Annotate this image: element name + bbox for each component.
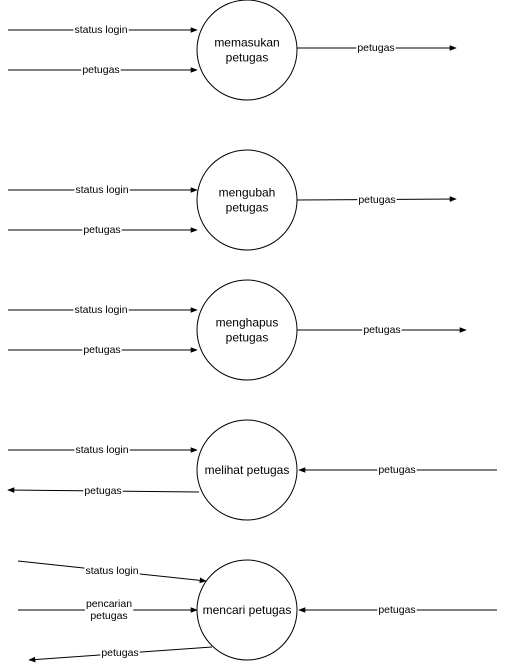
- flow-label-group: petugas: [377, 464, 417, 476]
- flow-label-group: petugas: [357, 194, 397, 206]
- process-memasukan-petugas: [196, 0, 298, 101]
- process-label: melihat petugas: [205, 463, 290, 477]
- flow-label-background: [84, 565, 140, 577]
- flow-label-background: [81, 64, 121, 76]
- flow-label: petugas: [83, 344, 120, 356]
- flow-label-group: petugas: [377, 604, 417, 616]
- flow-label: petugas: [363, 324, 400, 336]
- process-label: mengubah: [219, 186, 276, 200]
- flow-label-background: [377, 464, 417, 476]
- flow-label: status login: [74, 304, 127, 316]
- flow-label-group: petugas: [81, 64, 121, 76]
- flow-label-background: [82, 224, 122, 236]
- flow-label: status login: [85, 565, 138, 577]
- process-melihat-petugas: [196, 419, 298, 521]
- flow-label-background: [74, 184, 130, 196]
- flow-label-group: status login: [84, 565, 140, 577]
- process-label: petugas: [226, 51, 269, 65]
- flow-label-background: [73, 24, 129, 36]
- flow-label-group: status login: [73, 24, 129, 36]
- flow-label: petugas: [101, 647, 138, 659]
- flow-label-group: petugas: [100, 647, 140, 659]
- flow-label: petugas: [82, 64, 119, 76]
- flow-label: status login: [75, 444, 128, 456]
- process-label: memasukan: [214, 36, 279, 50]
- flow-label: petugas: [357, 42, 394, 54]
- flow-label: status login: [74, 24, 127, 36]
- flow-label: petugas: [378, 464, 415, 476]
- process-mengubah-petugas: [196, 149, 298, 251]
- flow-label-background: [357, 194, 397, 206]
- flow-label: petugas: [358, 194, 395, 206]
- flow-label: petugas: [378, 604, 415, 616]
- flow-label-group: petugas: [82, 224, 122, 236]
- process-label: petugas: [226, 331, 269, 345]
- flow-label-group: status login: [74, 184, 130, 196]
- flow-label-background: [74, 444, 130, 456]
- flow-label-background: [82, 344, 122, 356]
- flow-label-group: petugas: [356, 42, 396, 54]
- flow-label-background: [100, 647, 140, 659]
- flow-label-group: petugas: [362, 324, 402, 336]
- flow-label-background: [356, 42, 396, 54]
- process-label: mencari petugas: [203, 603, 292, 617]
- process-label: petugas: [226, 201, 269, 215]
- process-label: menghapus: [216, 316, 279, 330]
- flow-label: petugas: [83, 224, 120, 236]
- flow-label-group: petugas: [82, 344, 122, 356]
- flow-label-background: [377, 604, 417, 616]
- flow-label-background: [73, 304, 129, 316]
- flow-label: petugas: [84, 485, 121, 497]
- flow-label: petugas: [90, 610, 127, 622]
- flow-label-background: [83, 485, 123, 497]
- flow-label-group: status login: [74, 444, 130, 456]
- flow-label-background: [84, 598, 134, 622]
- flow-label-group: petugas: [83, 485, 123, 497]
- flow-label-group: status login: [73, 304, 129, 316]
- process-menghapus-petugas: [196, 279, 298, 381]
- process-mencari-petugas: [196, 559, 298, 661]
- flow-label: pencarian: [86, 598, 132, 610]
- flow-label-background: [362, 324, 402, 336]
- flow-label: status login: [75, 184, 128, 196]
